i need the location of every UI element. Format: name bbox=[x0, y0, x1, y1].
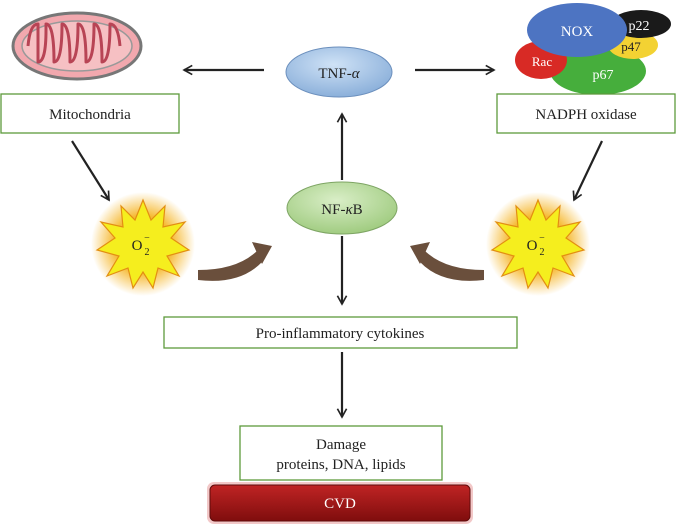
curved-arrow-right bbox=[410, 242, 484, 281]
arrow-mitochondria-to-superoxide bbox=[71, 140, 110, 202]
tnf-alpha-label: TNF-α bbox=[318, 66, 360, 82]
cytokines-label: Pro-inflammatory cytokines bbox=[256, 326, 425, 342]
nadph-oxidase-box: NADPH oxidase bbox=[496, 93, 676, 134]
tnf-alpha-node: TNF-α bbox=[285, 46, 393, 98]
p67-subunit bbox=[550, 47, 646, 95]
damage-subtitle: proteins, DNA, lipids bbox=[276, 457, 405, 473]
superoxide-superscript: − bbox=[539, 233, 545, 244]
nox-subunit bbox=[527, 3, 627, 57]
p67-label: p67 bbox=[593, 68, 614, 83]
nox-complex-icon: NOX p22 p47 Rac p67 bbox=[515, 3, 671, 95]
p47-label: p47 bbox=[621, 39, 641, 54]
nf-kb-node: NF-κB bbox=[286, 181, 398, 235]
nadph-oxidase-label: NADPH oxidase bbox=[535, 107, 637, 123]
arrow-nadph-to-superoxide bbox=[572, 140, 603, 202]
superoxide-symbol: O bbox=[527, 238, 538, 254]
superoxide-subscript: 2 bbox=[540, 247, 545, 258]
mitochondria-box: Mitochondria bbox=[0, 93, 180, 134]
mitochondria-label: Mitochondria bbox=[49, 107, 131, 123]
p22-label: p22 bbox=[629, 19, 650, 34]
nf-kb-label: NF-κB bbox=[321, 202, 362, 218]
cvd-label: CVD bbox=[324, 496, 356, 512]
cvd-box: CVD bbox=[207, 482, 473, 524]
superoxide-subscript: 2 bbox=[145, 247, 150, 258]
nox-label: NOX bbox=[561, 24, 594, 40]
rac-label: Rac bbox=[532, 54, 552, 69]
superoxide-star-right: O 2 − bbox=[486, 192, 590, 296]
damage-box: Damage proteins, DNA, lipids bbox=[239, 425, 443, 481]
mitochondrion-icon bbox=[11, 11, 143, 81]
superoxide-symbol: O bbox=[132, 238, 143, 254]
superoxide-star-left: O 2 − bbox=[91, 192, 195, 296]
superoxide-superscript: − bbox=[144, 233, 150, 244]
damage-title: Damage bbox=[316, 437, 366, 453]
cytokines-box: Pro-inflammatory cytokines bbox=[163, 316, 518, 349]
curved-arrow-left bbox=[198, 242, 272, 281]
